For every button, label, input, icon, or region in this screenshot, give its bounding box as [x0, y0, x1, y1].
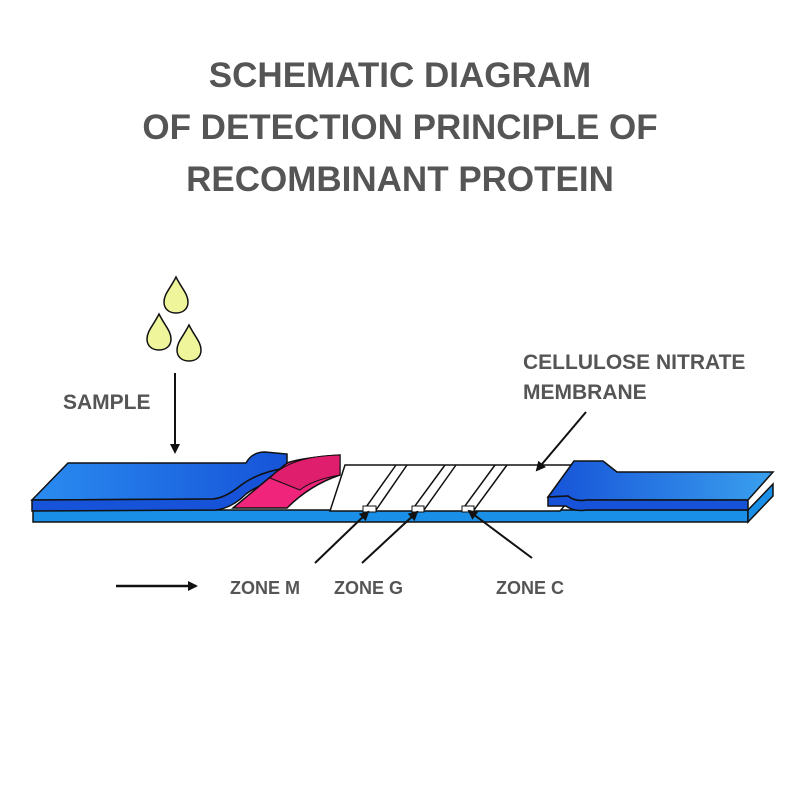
absorbent-pad-side — [547, 495, 749, 512]
drop-top — [163, 275, 189, 314]
title-line-3: RECOMBINANT PROTEIN — [186, 160, 614, 199]
title-line-1: SCHEMATIC DIAGRAM — [208, 56, 592, 95]
zone-m-arrow — [314, 510, 370, 564]
drop-left — [146, 312, 172, 351]
backing-card-right-edge — [747, 482, 774, 524]
zone-m-mark — [362, 505, 377, 513]
membrane-label-line-2: MEMBRANE — [523, 381, 647, 404]
zone-c-line — [461, 464, 508, 511]
detection-lines — [362, 464, 508, 513]
zone-c-mark — [461, 505, 475, 513]
zone-g-label: ZONE G — [334, 578, 404, 598]
membrane-label-line-1: CELLULOSE NITRATE — [523, 351, 746, 374]
zone-c-label: ZONE C — [496, 578, 565, 598]
absorbent-pad — [546, 460, 775, 502]
backing-card — [32, 509, 749, 523]
drop-right — [176, 323, 202, 362]
zone-m-line — [363, 464, 408, 511]
conjugate-pad-top — [269, 454, 341, 491]
zone-c-arrow — [467, 509, 533, 559]
zone-g-mark — [411, 505, 425, 513]
zone-g-line — [411, 464, 457, 511]
title-line-2: OF DETECTION PRINCIPLE OF — [142, 108, 658, 147]
zone-m-label: ZONE M — [230, 578, 300, 598]
membrane-arrow — [535, 411, 587, 472]
sample-drops-icon — [146, 275, 202, 362]
zone-g-arrow — [361, 510, 419, 564]
sample-label: SAMPLE — [63, 391, 151, 414]
diagram-title: SCHEMATIC DIAGRAM OF DETECTION PRINCIPLE… — [0, 50, 800, 206]
